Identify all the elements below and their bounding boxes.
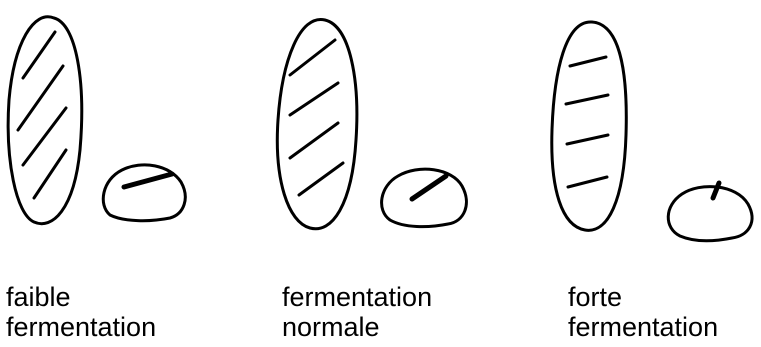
score-cut-faible-1 — [23, 32, 55, 78]
score-cut-forte-3 — [567, 135, 608, 144]
score-cut-round-normale — [412, 176, 446, 199]
score-cut-forte-1 — [570, 57, 606, 66]
drawings-svg — [0, 0, 761, 260]
score-cut-normale-1 — [290, 40, 335, 75]
score-cut-normale-4 — [299, 163, 343, 195]
score-cut-normale-2 — [290, 83, 338, 115]
panel-normale-drawings — [277, 19, 466, 228]
score-cut-round-faible — [124, 174, 172, 187]
caption-normale: fermentation normale — [282, 282, 432, 342]
score-cut-faible-3 — [23, 108, 66, 165]
round-loaf-outline-normale — [382, 169, 467, 226]
caption-forte-line2: fermentation — [568, 312, 718, 342]
score-cut-faible-4 — [34, 150, 66, 198]
panel-faible-drawings — [8, 17, 185, 224]
caption-forte-line1: forte — [568, 282, 718, 312]
round-loaf-outline-forte — [668, 187, 752, 241]
caption-faible-line2: fermentation — [6, 312, 156, 342]
caption-normale-line2: normale — [282, 312, 432, 342]
caption-faible: faible fermentation — [6, 282, 156, 342]
drawings-area — [0, 0, 761, 260]
score-cut-normale-3 — [290, 123, 338, 158]
panel-forte-drawings — [552, 22, 752, 241]
baguette-outline-normale — [277, 19, 357, 228]
score-cut-forte-2 — [566, 95, 608, 104]
caption-faible-line1: faible — [6, 282, 156, 312]
score-cut-forte-4 — [568, 177, 607, 187]
caption-normale-line1: fermentation — [282, 282, 432, 312]
caption-forte: forte fermentation — [568, 282, 718, 342]
baguette-outline-forte — [552, 22, 627, 230]
